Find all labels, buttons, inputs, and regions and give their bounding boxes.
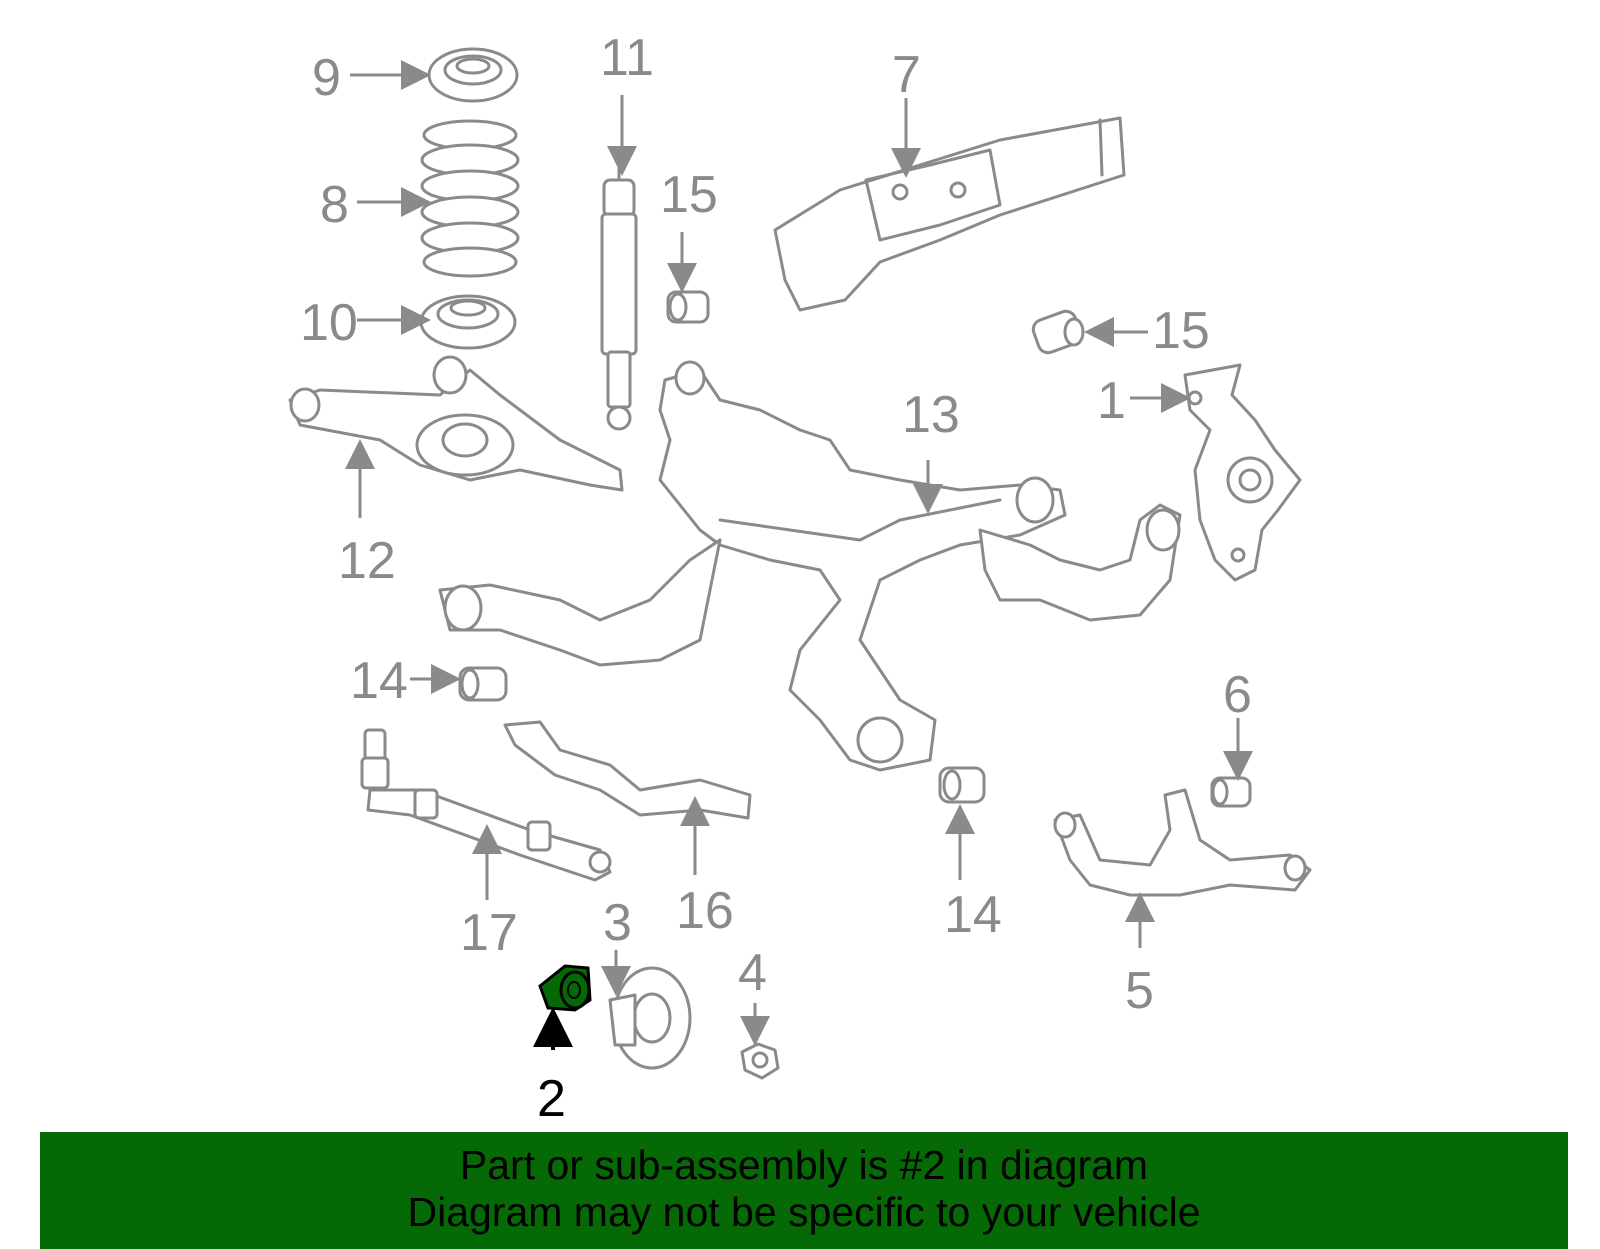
hub-nut <box>740 1042 780 1080</box>
spring-seat-upper <box>427 47 519 103</box>
callout-8: 8 <box>320 176 349 234</box>
callout-4: 4 <box>738 944 767 1002</box>
upper-control-arm <box>1053 788 1312 897</box>
wheel-hub <box>608 966 692 1070</box>
callout-15a: 15 <box>660 166 718 224</box>
info-banner: Part or sub-assembly is #2 in diagram Di… <box>40 1132 1568 1249</box>
callout-14b: 14 <box>944 886 1002 944</box>
bushing-15b <box>1031 309 1085 355</box>
callout-9: 9 <box>312 49 341 107</box>
callout-labels: 9 8 10 12 11 15 7 15 1 13 14 6 14 5 16 1… <box>300 29 1252 1128</box>
callout-14a: 14 <box>350 652 408 710</box>
callout-2: 2 <box>537 1070 566 1128</box>
steering-knuckle <box>1183 363 1302 582</box>
callout-16: 16 <box>676 882 734 940</box>
callout-6: 6 <box>1223 666 1252 724</box>
callout-3: 3 <box>603 894 632 952</box>
shock-absorber <box>600 163 638 431</box>
callout-7: 7 <box>892 46 921 104</box>
center-link <box>503 720 752 820</box>
callout-17: 17 <box>460 904 518 962</box>
callout-10: 10 <box>300 294 358 352</box>
bushing-14b <box>938 766 986 804</box>
bushing-2-highlighted[interactable] <box>538 964 592 1012</box>
bushing-6 <box>1210 776 1252 808</box>
crossmember <box>438 360 1182 772</box>
bushing-15a <box>666 290 710 324</box>
banner-line-2: Diagram may not be specific to your vehi… <box>407 1189 1201 1235</box>
callout-15b: 15 <box>1152 302 1210 360</box>
banner-line-1: Part or sub-assembly is #2 in diagram <box>459 1142 1149 1188</box>
callout-1: 1 <box>1097 372 1126 430</box>
callout-arrows <box>345 60 1253 1050</box>
lower-control-arm <box>288 355 624 492</box>
spring-seat-lower <box>419 294 517 350</box>
callout-5: 5 <box>1125 962 1154 1020</box>
callout-12: 12 <box>338 532 396 590</box>
coil-spring <box>420 119 520 278</box>
callout-11: 11 <box>600 29 654 87</box>
callout-13: 13 <box>902 386 960 444</box>
frame-rail <box>773 116 1126 312</box>
bushing-14a <box>458 666 508 702</box>
